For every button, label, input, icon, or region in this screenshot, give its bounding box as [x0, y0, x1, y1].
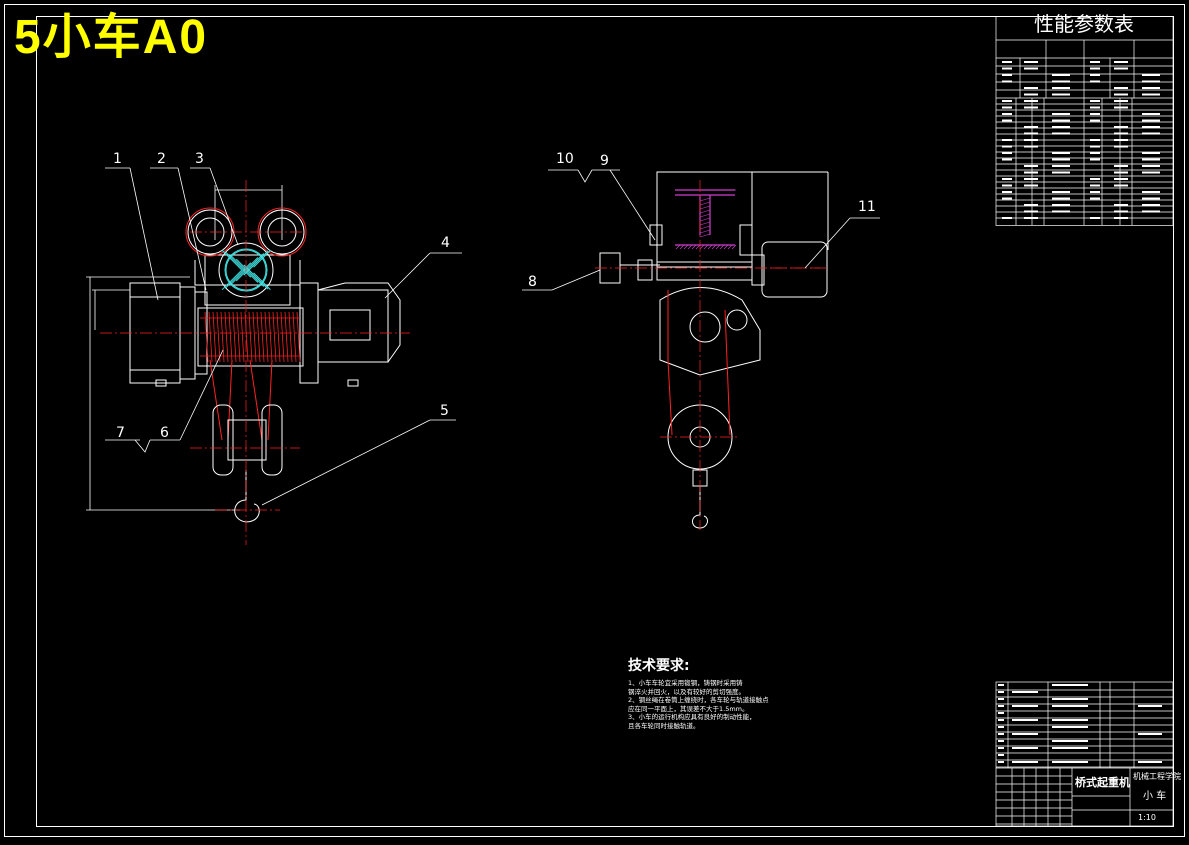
outer-border [4, 4, 1185, 837]
tech-line: 3、小车的运行机构应具有良好的制动性能， [628, 713, 756, 721]
side-view [522, 169, 880, 530]
title-block-school: 机械工程学院 [1133, 772, 1181, 781]
callout-7: 7 [116, 425, 125, 441]
callout-10: 10 [556, 151, 574, 167]
tech-line: 1、小车车轮宜采用锻钢，铸钢时采用铸 [628, 679, 743, 687]
callout-8: 8 [528, 274, 537, 290]
tech-line: 2、钢丝绳在卷筒上缠绕时，各车轮与轨道接触点 [628, 696, 769, 704]
callout-2: 2 [157, 151, 166, 167]
tech-line: 钢淬火并回火，以及有较好的剪切强度。 [628, 687, 745, 696]
callout-3: 3 [195, 151, 204, 167]
title-block-name: 桥式起重机 [1075, 776, 1130, 789]
callout-9: 9 [600, 153, 609, 169]
callout-4: 4 [441, 235, 450, 251]
callout-6: 6 [160, 425, 169, 441]
drawing-title: 5小车A0 [14, 11, 209, 64]
inner-border [36, 16, 1174, 827]
title-block-scale: 1:10 [1138, 813, 1156, 822]
tech-line: 应在同一平面上，其误差不大于1.5mm。 [628, 704, 749, 713]
callout-5: 5 [440, 403, 449, 419]
performance-table-title: 性能参数表 [1034, 12, 1134, 36]
callout-1: 1 [113, 151, 122, 167]
title-block-part: 小 车 [1143, 791, 1167, 802]
callout-11: 11 [858, 199, 876, 215]
tech-line: 且各车轮同时接触轨道。 [628, 721, 700, 730]
tech-requirements-heading: 技术要求: [628, 658, 690, 674]
title-block [995, 681, 1174, 827]
front-view [86, 167, 462, 545]
tech-requirements: 技术要求: 1、小车车轮宜采用锻钢，铸钢时采用铸 钢淬火并回火，以及有较好的剪切… [628, 655, 769, 730]
